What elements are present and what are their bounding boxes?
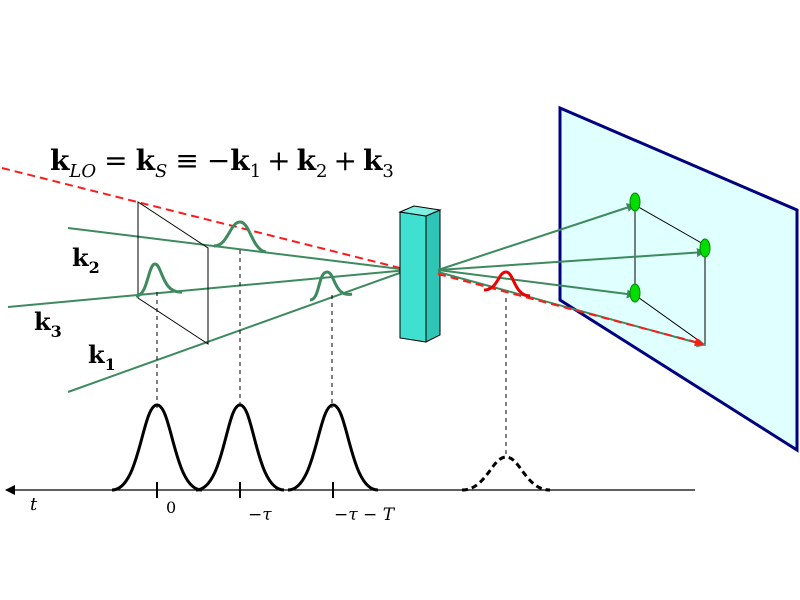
pulse-k3-time <box>111 403 203 492</box>
pulse-signal-time <box>461 455 551 492</box>
detection-screen <box>558 105 799 453</box>
k2-pulse <box>213 220 267 254</box>
outgoing-beam-mid <box>437 269 636 299</box>
outgoing-beam-right <box>437 248 706 271</box>
outgoing-beam-top <box>437 203 636 271</box>
label-k1: k1 <box>88 340 116 374</box>
tick-label-tau-T: −τ − T <box>334 505 396 525</box>
time-axis-label: t <box>30 494 38 515</box>
k2-beam <box>67 227 409 274</box>
spot-top <box>629 192 641 212</box>
signal-pulse <box>483 270 531 298</box>
phase-matching-equation: kLO=kS≡−k1+k2+k3 <box>50 144 394 182</box>
pulse-k1-time <box>287 403 379 492</box>
k1-pulse <box>309 270 353 302</box>
sample-crystal <box>398 205 442 343</box>
pulse-k2-time <box>195 403 285 492</box>
label-k2: k2 <box>72 243 100 277</box>
local-oscillator-beam-out <box>437 273 704 347</box>
local-oscillator-beam-in <box>1 167 409 273</box>
k3-pulse <box>135 262 183 298</box>
wavefront-frame <box>137 201 209 345</box>
spot-right <box>699 238 711 258</box>
label-k3: k3 <box>34 307 62 341</box>
spot-mid <box>629 283 641 303</box>
tick-label-0: 0 <box>166 498 176 517</box>
k1-beam <box>67 268 409 393</box>
tick-label-tau: −τ <box>248 505 272 525</box>
